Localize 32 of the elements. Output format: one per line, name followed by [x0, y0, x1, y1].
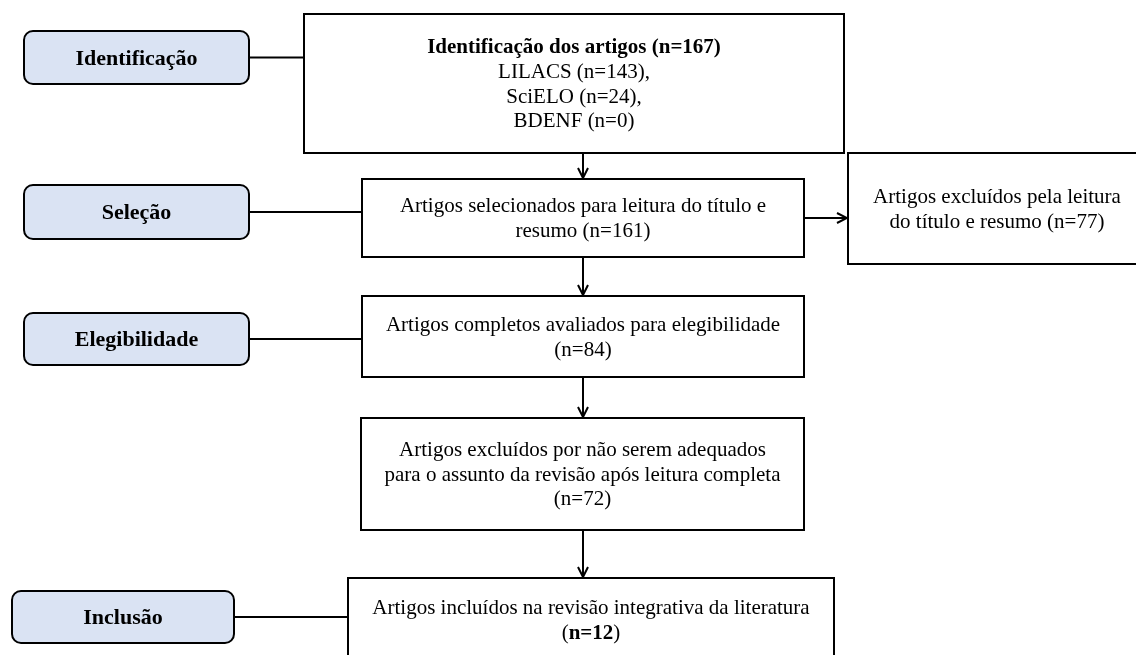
connector-line	[249, 56, 304, 59]
process-box	[360, 417, 805, 531]
process-box	[847, 152, 1136, 265]
stage-label: Elegibilidade	[74, 326, 199, 352]
process-box	[303, 13, 845, 154]
stage-label: Seleção	[101, 199, 172, 225]
box-text: Artigos excluídos pela leitura do título e resumo (n=77)	[872, 183, 1122, 234]
arrow	[577, 153, 589, 179]
stage-label: Inclusão	[83, 604, 163, 630]
arrow	[577, 257, 589, 296]
box-text: Artigos selecionados para leitura do título e resumo (n=161)	[398, 193, 768, 243]
box-text: SciELO (n=24),	[506, 83, 642, 109]
process-box	[347, 577, 835, 655]
stage-label-box	[23, 312, 250, 366]
stage-label-box	[11, 590, 235, 644]
arrow	[577, 377, 589, 418]
connector-line	[234, 616, 348, 618]
box-text: Artigos excluídos por não serem adequados para o assunto da revisão após leitura completa (n=72)	[384, 436, 781, 512]
box-text: Artigos completos avaliados para elegibilidade (n=84)	[385, 311, 781, 362]
process-box	[361, 178, 805, 258]
stage-label-box	[23, 30, 250, 85]
connector-line	[249, 338, 362, 340]
arrow	[577, 530, 589, 578]
box-text: BDENF (n=0)	[513, 108, 635, 134]
box-text: Artigos incluídos na revisão integrativa da literatura (n=12)	[371, 594, 811, 645]
stage-label: Identificação	[75, 44, 198, 71]
connector-line	[249, 211, 362, 213]
box-text: LILACS (n=143),	[498, 58, 650, 84]
box-heading: Identificação dos artigos (n=167)	[427, 33, 721, 59]
process-box	[361, 295, 805, 378]
arrow	[804, 212, 848, 224]
stage-label-box	[23, 184, 250, 240]
